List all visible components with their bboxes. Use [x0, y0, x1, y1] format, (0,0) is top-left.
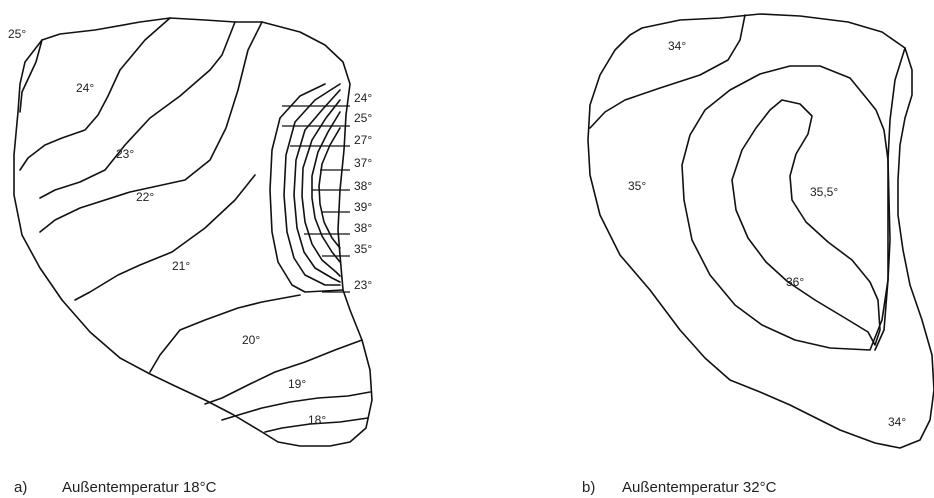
leader-label: 38° [354, 221, 372, 235]
panel-b-diagram: 34° 35° 35,5° 36° 34° b) Außentemperatur… [582, 14, 934, 496]
leader-label: 25° [354, 111, 372, 125]
label-25-corner: 25° [8, 27, 26, 41]
caption-b-letter: b) [582, 479, 595, 496]
leader-label: 35° [354, 242, 372, 256]
panel-a-diagram: 25° 24° 23° 22° 21° 20° 19° 18° 24° 25° … [8, 18, 372, 496]
label-34-bottom: 34° [888, 415, 906, 429]
leader-label: 39° [354, 200, 372, 214]
caption-a-text: Außentemperatur 18°C [62, 479, 217, 496]
panel-a-isotherm-20 [75, 175, 255, 300]
label-18: 18° [308, 413, 326, 427]
leader-label: 27° [354, 133, 372, 147]
caption-b-text: Außentemperatur 32°C [622, 479, 777, 496]
panel-b-outline [588, 14, 934, 448]
label-20: 20° [242, 333, 260, 347]
label-22: 22° [136, 190, 154, 204]
panel-a-isotherm-24 [20, 40, 42, 112]
panel-a-isotherm-18b [222, 392, 370, 420]
panel-b-isotherm-35 [682, 66, 890, 350]
label-34-top: 34° [668, 39, 686, 53]
caption-a-letter: a) [14, 479, 27, 496]
label-21: 21° [172, 259, 190, 273]
panel-a-outline [14, 18, 372, 446]
panel-b-isotherm-34 [590, 15, 745, 128]
label-19: 19° [288, 377, 306, 391]
panel-b-isotherm-35-5 [732, 100, 880, 345]
label-23: 23° [116, 147, 134, 161]
label-35: 35° [628, 179, 646, 193]
panel-a-isotherm-18 [205, 340, 362, 404]
leader-label: 24° [354, 91, 372, 105]
panel-a-isotherm-19 [150, 295, 300, 372]
label-36: 36° [786, 275, 804, 289]
panel-a-hotzone-outer [270, 84, 343, 292]
label-24: 24° [76, 81, 94, 95]
leader-label: 37° [354, 156, 372, 170]
leader-label: 38° [354, 179, 372, 193]
panel-b-right-edge [875, 48, 905, 350]
label-35-5: 35,5° [810, 185, 838, 199]
leader-label: 23° [354, 278, 372, 292]
